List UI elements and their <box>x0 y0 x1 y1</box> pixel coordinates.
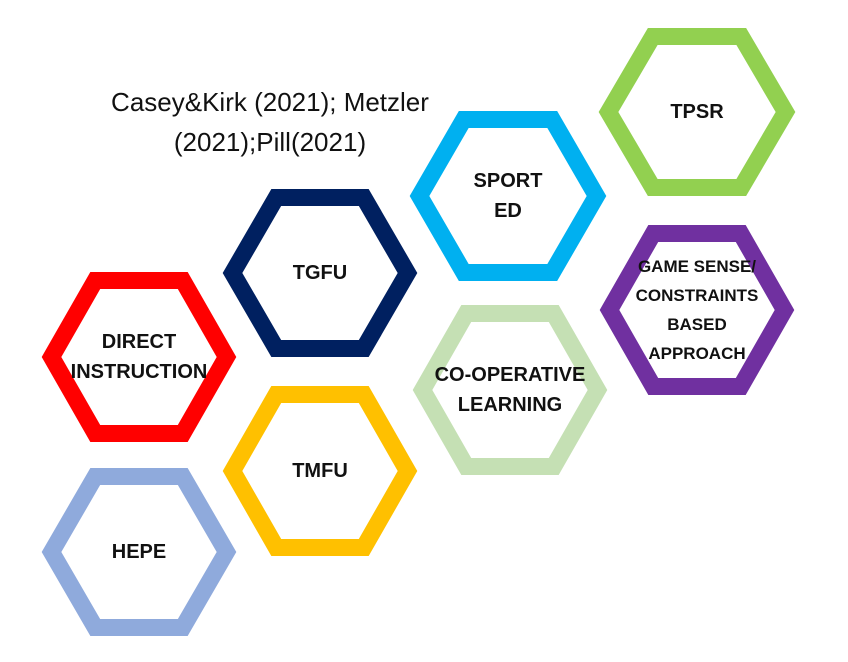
hexagon-tgfu: TGFU <box>222 189 418 357</box>
hexagon-label-tpsr-line-1: TPSR <box>670 101 724 123</box>
hexagon-outline-co-operative-learning <box>412 305 608 475</box>
hexagon-sport-ed: SPORT ED <box>409 111 607 281</box>
hexagon-label-sport-ed-line-2: ED <box>494 200 522 222</box>
hexagon-outline-tgfu <box>222 189 418 357</box>
hexagon-tmfu: TMFU <box>222 386 418 556</box>
hexagon-label-game-sense-line-4: APPROACH <box>648 344 745 363</box>
citation-line-1: Casey&Kirk (2021); Metzler <box>111 87 429 117</box>
hexagon-label-co-operative-learning-line-2: LEARNING <box>458 394 562 416</box>
hexagon-label-direct-instruction-line-2: INSTRUCTION <box>71 361 208 383</box>
hexagon-label-tmfu-line-1: TMFU <box>292 460 348 482</box>
hexagon-tpsr: TPSR <box>598 28 796 196</box>
hexagon-label-direct-instruction-line-1: DIRECT <box>102 331 176 353</box>
hexagon-hepe: HEPE <box>41 468 237 636</box>
hexagon-label-game-sense-line-3: BASED <box>667 315 727 334</box>
citation-text: Casey&Kirk (2021); Metzler (2021);Pill(2… <box>70 82 470 162</box>
hexagon-label-tgfu-line-1: TGFU <box>293 262 347 284</box>
hexagon-label-game-sense-line-2: CONSTRAINTS <box>636 286 759 305</box>
hexagon-label-sport-ed-line-1: SPORT <box>474 170 543 192</box>
hexagon-outline-sport-ed <box>409 111 607 281</box>
hexagon-direct-instruction: DIRECT INSTRUCTION <box>41 272 237 442</box>
hexagon-game-sense: GAME SENSE/CONSTRAINTS BASED APPROACH <box>599 225 795 395</box>
citation-line-2: (2021);Pill(2021) <box>173 127 367 157</box>
hexagon-label-game-sense-line-1: GAME SENSE/ <box>638 257 756 276</box>
hexagon-label-hepe-line-1: HEPE <box>112 541 166 563</box>
hexagon-label-co-operative-learning-line-1: CO-OPERATIVE <box>435 364 586 386</box>
hexagon-outline-hepe <box>41 468 237 636</box>
hexagon-outline-tmfu <box>222 386 418 556</box>
hexagon-outline-tpsr <box>598 28 796 196</box>
hexagon-co-operative-learning: CO-OPERATIVE LEARNING <box>412 305 608 475</box>
hexagon-outline-game-sense <box>599 225 795 395</box>
hexagon-outline-direct-instruction <box>41 272 237 442</box>
